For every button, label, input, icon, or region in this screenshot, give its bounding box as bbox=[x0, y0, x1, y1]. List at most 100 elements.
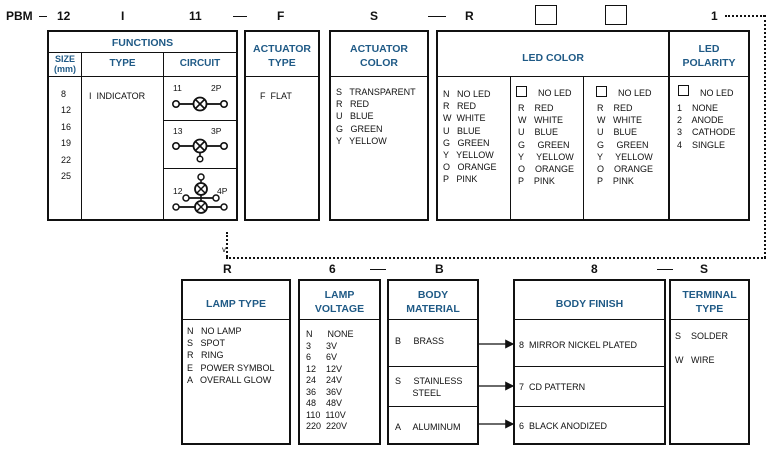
circuit-4p-label: 4P bbox=[217, 186, 228, 196]
divider bbox=[389, 319, 477, 320]
body-material-title: BODY MATERIAL bbox=[406, 289, 460, 315]
code-lamp-type: R bbox=[223, 262, 232, 276]
divider bbox=[246, 76, 318, 77]
led-color-none-2: NO LED bbox=[538, 88, 572, 98]
code-separator bbox=[657, 269, 673, 270]
led-color-code-box-1 bbox=[535, 5, 557, 25]
no-led-checkbox bbox=[516, 86, 527, 97]
lamp-3p-symbol-icon bbox=[171, 138, 228, 163]
code-led-polarity: 1 bbox=[711, 9, 718, 23]
continuation-line bbox=[226, 232, 228, 257]
body-finish-mirror: 8 MIRROR NICKEL PLATED bbox=[519, 340, 638, 350]
size-header: SIZE (mm) bbox=[54, 54, 76, 74]
lamp-voltage-box: LAMP VOLTAGE N NONE 3 3V 6 6V 12 12V 24 … bbox=[298, 279, 381, 445]
body-finish-black: 6 BLACK ANODIZED bbox=[519, 421, 608, 431]
led-color-list-1: N NO LED R RED W WHITE U BLUE G GREEN Y … bbox=[443, 89, 497, 185]
divider bbox=[670, 76, 748, 77]
code-body-material: B bbox=[435, 262, 444, 276]
code-led-color: R bbox=[465, 9, 474, 23]
actuator-color-title: ACTUATOR COLOR bbox=[350, 43, 408, 69]
code-separator bbox=[39, 16, 47, 17]
code-type: I bbox=[121, 9, 125, 23]
actuator-type-box: ACTUATOR TYPE F FLAT bbox=[244, 30, 320, 221]
type-value: I INDICATOR bbox=[89, 91, 146, 101]
continuation-line bbox=[725, 15, 765, 17]
circuit-3p-number: 13 bbox=[173, 126, 183, 136]
circuit-2p-label: 2P bbox=[211, 83, 222, 93]
type-header: TYPE bbox=[109, 58, 136, 69]
lamp-voltage-title: LAMP VOLTAGE bbox=[314, 289, 365, 315]
continuation-arrow: v bbox=[222, 245, 226, 254]
divider bbox=[164, 168, 236, 169]
code-actuator-color: S bbox=[370, 9, 379, 23]
lamp-2p-symbol-icon bbox=[171, 96, 228, 112]
divider bbox=[163, 52, 164, 219]
actuator-color-list: S TRANSPARENT R RED U BLUE G GREEN Y YEL… bbox=[336, 87, 416, 146]
circuit-2p-number: 11 bbox=[173, 83, 182, 93]
divider bbox=[300, 319, 379, 320]
size-list: 8 12 16 19 22 25 bbox=[61, 89, 72, 182]
code-prefix: PBM bbox=[6, 9, 33, 23]
code-separator bbox=[370, 269, 386, 270]
divider bbox=[438, 76, 668, 77]
code-actuator-type: F bbox=[277, 9, 285, 23]
divider bbox=[389, 366, 477, 367]
body-finish-title: BODY FINISH bbox=[555, 298, 624, 310]
continuation-line bbox=[226, 257, 766, 259]
led-polarity-box: LED POLARITY NO LED 1 NONE 2 ANODE 3 CAT… bbox=[668, 30, 750, 221]
circuit-header: CIRCUIT bbox=[179, 58, 221, 69]
divider bbox=[515, 366, 664, 367]
material-to-finish-arrows bbox=[479, 339, 515, 429]
no-led-checkbox bbox=[596, 86, 607, 97]
lamp-type-title: LAMP TYPE bbox=[206, 298, 266, 310]
divider bbox=[81, 52, 82, 219]
body-material-stainless: S STAINLESS STEEL bbox=[395, 376, 463, 398]
lamp-voltage-list: N NONE 3 3V 6 6V 12 12V 24 24V 36 36V 48… bbox=[306, 329, 354, 431]
lamp-type-box: LAMP TYPE N NO LAMP S SPOT R RING E POWE… bbox=[181, 279, 291, 445]
led-color-title: LED COLOR bbox=[522, 52, 584, 64]
terminal-type-box: TERMINAL TYPE S SOLDER W WIRE bbox=[669, 279, 750, 445]
divider bbox=[49, 52, 236, 53]
lamp-type-list: N NO LAMP S SPOT R RING E POWER SYMBOL A… bbox=[187, 326, 275, 385]
terminal-type-title: TERMINAL TYPE bbox=[682, 289, 737, 315]
functions-title: FUNCTIONS bbox=[111, 37, 174, 49]
terminal-type-list: S SOLDER W WIRE bbox=[675, 331, 729, 366]
body-material-aluminum: A ALUMINUM bbox=[395, 422, 461, 432]
led-color-list-3: R RED W WHITE U BLUE G GREEN Y YELLOW O … bbox=[597, 103, 654, 187]
divider bbox=[164, 120, 236, 121]
divider bbox=[515, 406, 664, 407]
divider bbox=[183, 319, 289, 320]
led-color-none-3: NO LED bbox=[618, 88, 652, 98]
body-finish-cd: 7 CD PATTERN bbox=[519, 382, 586, 392]
led-polarity-none: NO LED bbox=[700, 88, 734, 98]
led-polarity-list: 1 NONE 2 ANODE 3 CATHODE 4 SINGLE bbox=[677, 103, 736, 150]
led-color-code-box-2 bbox=[605, 5, 627, 25]
body-material-box: BODY MATERIAL B BRASS S STAINLESS STEEL … bbox=[387, 279, 479, 445]
actuator-color-box: ACTUATOR COLOR S TRANSPARENT R RED U BLU… bbox=[329, 30, 429, 221]
code-separator bbox=[233, 16, 247, 17]
code-body-finish: 8 bbox=[591, 262, 598, 276]
divider bbox=[331, 76, 427, 77]
lamp-4p-symbol-icon bbox=[172, 173, 228, 214]
led-color-box: LED COLOR N NO LED R RED W WHITE U BLUE … bbox=[436, 30, 670, 221]
divider bbox=[49, 76, 236, 77]
code-size: 12 bbox=[57, 9, 71, 23]
divider bbox=[510, 76, 511, 219]
code-circuit: 11 bbox=[189, 9, 202, 23]
circuit-4p-number: 12 bbox=[173, 186, 183, 196]
code-separator bbox=[428, 16, 446, 17]
divider bbox=[515, 319, 664, 320]
code-lamp-voltage: 6 bbox=[329, 262, 336, 276]
actuator-type-list: F FLAT bbox=[260, 91, 292, 101]
circuit-3p-label: 3P bbox=[211, 126, 222, 136]
led-polarity-title: LED POLARITY bbox=[682, 43, 736, 69]
divider bbox=[583, 76, 584, 219]
body-material-brass: B BRASS bbox=[395, 336, 445, 346]
led-color-list-2: R RED W WHITE U BLUE G GREEN Y YELLOW O … bbox=[518, 103, 575, 187]
functions-box: FUNCTIONS SIZE (mm) TYPE CIRCUIT 8 12 16… bbox=[47, 30, 238, 221]
divider bbox=[389, 406, 477, 407]
divider bbox=[671, 319, 748, 320]
actuator-type-title: ACTUATOR TYPE bbox=[253, 43, 311, 69]
continuation-line bbox=[764, 15, 766, 258]
body-finish-box: BODY FINISH 8 MIRROR NICKEL PLATED 7 CD … bbox=[513, 279, 666, 445]
